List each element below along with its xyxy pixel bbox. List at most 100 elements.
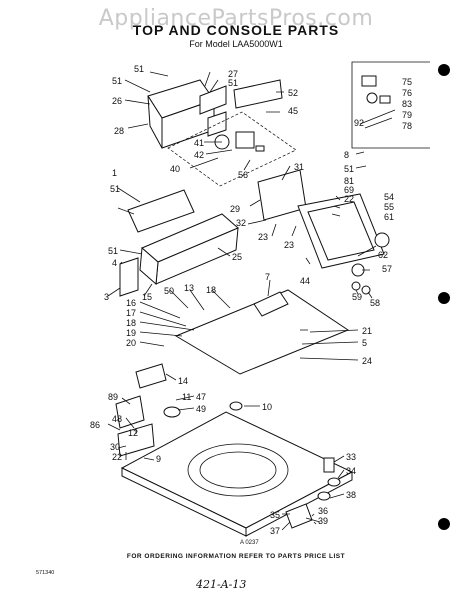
- part-48: [117, 423, 155, 457]
- callout: 21: [362, 326, 372, 336]
- callout: 41: [194, 138, 204, 148]
- callout: 89: [108, 392, 118, 402]
- washer-top: [120, 411, 354, 537]
- callout: 51: [110, 184, 120, 194]
- binder-hole-middle: [438, 292, 450, 304]
- callout: 25: [232, 252, 242, 262]
- callout: 48: [112, 414, 122, 424]
- control-panel-1: [127, 189, 195, 233]
- callout: 18: [126, 318, 136, 328]
- callout: 81: [344, 176, 354, 186]
- callout: 40: [170, 164, 180, 174]
- lid-switch-parts: [285, 457, 341, 529]
- callout: 51: [112, 76, 122, 86]
- ordering-footer: FOR ORDERING INFORMATION REFER TO PARTS …: [126, 553, 346, 560]
- callout: 76: [402, 88, 412, 98]
- part-89: [115, 395, 145, 429]
- callout: 19: [126, 328, 136, 338]
- callout: 51: [228, 78, 238, 88]
- callout: 1: [112, 168, 117, 178]
- callout: 17: [126, 308, 136, 318]
- callout: 51: [344, 164, 354, 174]
- leader-lines: [107, 71, 377, 531]
- callout: 86: [90, 420, 100, 430]
- callout: 83: [402, 99, 412, 109]
- callout: 51: [108, 246, 118, 256]
- callout: 20: [126, 338, 136, 348]
- callout: 5: [362, 338, 367, 348]
- binder-hole-top: [438, 64, 450, 76]
- callout: 37: [270, 526, 280, 536]
- part-14: [135, 363, 167, 389]
- callout: 78: [402, 121, 412, 131]
- callout: 4: [112, 258, 117, 268]
- callout: 75: [402, 77, 412, 87]
- callout: 49: [196, 404, 206, 414]
- callout: 14: [178, 376, 188, 386]
- callout: 58: [370, 298, 380, 308]
- callout: 26: [112, 96, 122, 106]
- callout: 62: [378, 250, 388, 260]
- part-10: [229, 401, 243, 411]
- callout: 24: [362, 356, 372, 366]
- handwritten-note: 421-A-13: [196, 578, 247, 591]
- callout: 54: [384, 192, 394, 202]
- callout: 69: [344, 185, 354, 195]
- drawing-code: A 0237: [240, 540, 259, 546]
- diagram-title: TOP AND CONSOLE PARTS: [132, 22, 340, 38]
- console-bracket: [147, 79, 227, 149]
- callout: 59: [352, 292, 362, 302]
- watermark: AppliancePartsPros.com: [98, 6, 374, 31]
- callout: 16: [126, 298, 136, 308]
- callout: 33: [346, 452, 356, 462]
- lid-hinge-7: [253, 291, 289, 317]
- callout: 45: [288, 106, 298, 116]
- callout: 23: [284, 240, 294, 250]
- callout: 36: [318, 506, 328, 516]
- callout: 8: [344, 150, 349, 160]
- callout: 57: [382, 264, 392, 274]
- callout: 23: [258, 232, 268, 242]
- callout: 35: [270, 510, 280, 520]
- callout: 38: [346, 490, 356, 500]
- callout: 51: [134, 64, 144, 74]
- callout: 30: [110, 442, 120, 452]
- footer-code: 571340: [36, 570, 55, 576]
- callout: 11: [182, 392, 191, 402]
- console-25: [139, 213, 239, 286]
- callout: 42: [194, 150, 204, 160]
- lid-frame: [297, 193, 385, 269]
- inset-box: [351, 61, 430, 149]
- callout: 55: [384, 202, 394, 212]
- switch-plate-31: [257, 169, 307, 221]
- timer-components: [167, 111, 297, 187]
- callout: 31: [294, 162, 304, 172]
- callout: 13: [184, 283, 194, 293]
- top-plate-21: [174, 289, 350, 375]
- callout: 18: [206, 285, 216, 295]
- rear-panel-52: [233, 79, 283, 109]
- callout: 7: [265, 272, 270, 282]
- model-label: For Model LAA5000W1: [189, 39, 283, 49]
- callout-labels: 75 76 83 79 92 78 51 27 51 51 26 52 45 2…: [90, 64, 412, 536]
- callout: 28: [114, 126, 124, 136]
- callout: 44: [300, 276, 310, 286]
- callout: 29: [230, 204, 240, 214]
- callout: 10: [262, 402, 272, 412]
- callout: 22: [344, 194, 354, 204]
- binder-hole-bottom: [438, 518, 450, 530]
- callout: 61: [384, 212, 394, 222]
- callout: 32: [236, 218, 246, 228]
- callout: 12: [128, 428, 138, 438]
- callout: 47: [196, 392, 206, 402]
- callout: 50: [164, 286, 174, 296]
- callout: 27: [228, 69, 238, 79]
- callout: 22: [112, 452, 122, 462]
- callout: 92: [354, 118, 364, 128]
- callout: 52: [288, 88, 298, 98]
- bracket-4: [119, 257, 139, 297]
- part-47: [163, 406, 181, 418]
- callout: 79: [402, 110, 412, 120]
